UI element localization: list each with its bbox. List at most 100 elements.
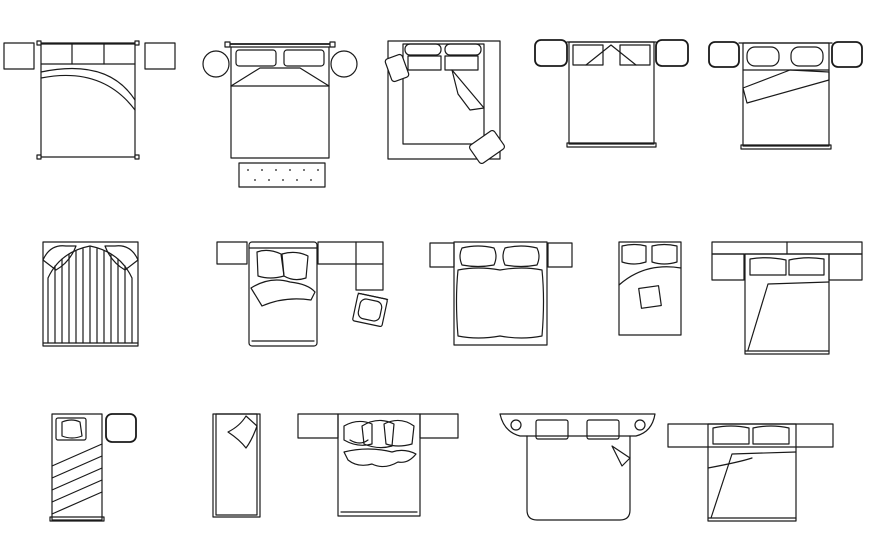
pillow (572, 44, 604, 66)
round-lamp (510, 419, 522, 431)
rail-end (329, 41, 336, 48)
pillow (459, 245, 497, 268)
rail-end (224, 41, 231, 48)
shelf (216, 241, 248, 265)
round-lamp (330, 50, 358, 78)
folded-sheet (250, 279, 316, 307)
bed-frame (742, 42, 830, 147)
shelf (355, 241, 384, 291)
bedside-table (655, 39, 689, 67)
chair (352, 292, 389, 328)
folded-corner (611, 445, 631, 467)
bed-frame (230, 46, 330, 159)
bedpost (36, 154, 42, 160)
shelf (317, 241, 357, 265)
double-bed-with-side-tables (3, 40, 176, 160)
round-lamp (634, 419, 646, 431)
pillow (235, 49, 277, 67)
bed-frame (744, 253, 830, 355)
folded-sheet (747, 281, 830, 351)
bedside-table (708, 41, 740, 68)
bedpost (134, 40, 140, 46)
striped-cover (47, 245, 133, 344)
pillow-inner (61, 419, 83, 439)
bed-frame (51, 413, 103, 521)
narrow-single-bed (212, 413, 261, 518)
double-bed-with-bedside-tables (667, 423, 834, 522)
pillow (444, 43, 482, 56)
bed-frame (707, 423, 797, 522)
ruffled-cover (455, 267, 545, 339)
bedside-table (3, 42, 35, 70)
pillow (502, 245, 540, 268)
bedside-table (547, 242, 573, 268)
pillow (746, 46, 780, 67)
sheet-fold (585, 44, 637, 66)
folded-corner (451, 69, 485, 111)
bench (238, 162, 326, 188)
bedpost (134, 154, 140, 160)
bed-with-striped-cover (42, 241, 139, 347)
cushion (638, 285, 662, 309)
bed-frame (402, 43, 485, 145)
double-bed-with-long-headboard (711, 241, 863, 355)
bed-frame (568, 41, 655, 145)
pillow (619, 44, 651, 66)
pillow (283, 49, 325, 67)
folded-sheet (343, 448, 417, 468)
mattress (215, 413, 258, 516)
folded-sheet (742, 69, 830, 104)
bedside-table (711, 253, 745, 281)
outer-frame (387, 40, 501, 160)
folded-sheet (40, 74, 136, 111)
pillow (712, 425, 750, 445)
double-bed-with-rounded-tables-2 (708, 41, 863, 150)
double-bed-with-pile-of-pillows (297, 413, 459, 517)
pillow (55, 417, 87, 441)
footboard (49, 516, 105, 522)
bed-frame (337, 413, 421, 517)
bedside-table (831, 41, 863, 68)
bed-with-ruffled-cover (429, 241, 573, 346)
bed-frame (618, 241, 682, 336)
bedside-table (534, 39, 568, 67)
round-lamp (202, 50, 230, 78)
pillow (790, 46, 824, 67)
pillow (651, 243, 678, 265)
double-bed-with-rounded-tables (534, 39, 689, 148)
pillow (349, 439, 369, 444)
folded-sheet (40, 67, 136, 101)
pillow (343, 420, 373, 446)
bed-frame (526, 435, 631, 521)
pillow (404, 43, 442, 56)
folded-corner (468, 129, 506, 165)
cushion (384, 53, 410, 83)
single-bed-with-hatched-cover (49, 413, 137, 522)
folded-sheet (710, 451, 797, 519)
sheet-edge (707, 457, 753, 469)
bench-tufting (247, 169, 319, 181)
bedside-table (105, 413, 137, 443)
bed-footrail (566, 142, 657, 148)
pillow (749, 257, 787, 276)
small-bed-with-cushion (618, 241, 682, 336)
pillow (535, 419, 569, 440)
pillow (788, 257, 825, 276)
folded-sheet (230, 67, 330, 87)
pillow (586, 419, 620, 440)
bed-footrail (740, 144, 832, 150)
pillow (444, 55, 479, 71)
cover-stripes (54, 246, 126, 344)
bed-frame (248, 241, 318, 347)
pillow (383, 419, 415, 447)
bed-frame (453, 241, 548, 346)
pillow (407, 55, 442, 71)
pillow (752, 425, 790, 445)
hatched-cover (51, 443, 103, 515)
double-bed-with-shaped-headboard (499, 413, 656, 521)
pillow (621, 243, 647, 265)
double-bed-in-frame (384, 40, 506, 165)
folded-corner (227, 415, 258, 449)
